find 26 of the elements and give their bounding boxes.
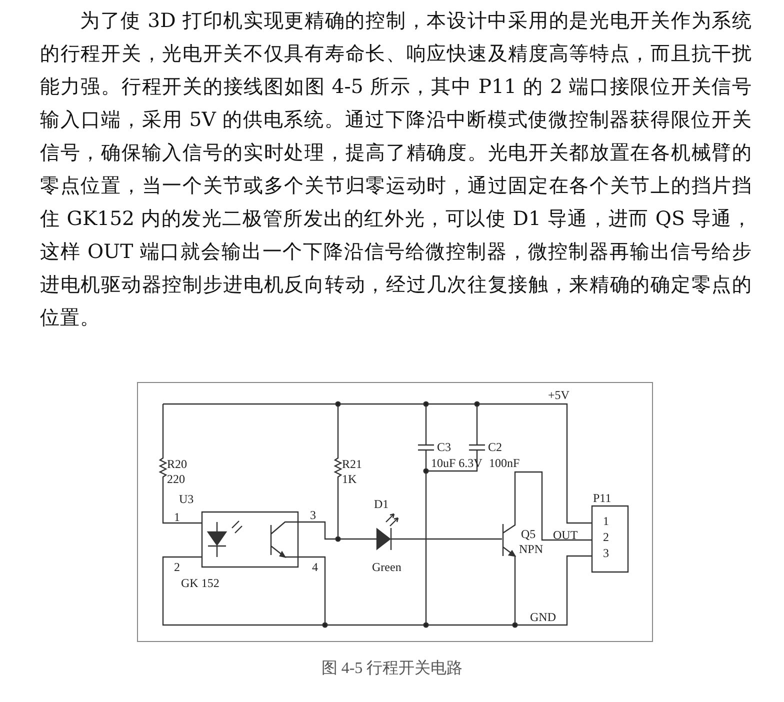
component-value: Green [372, 560, 402, 574]
component-value: NPN [519, 542, 544, 556]
pin-number: 4 [312, 560, 318, 574]
component-label: R20 [167, 457, 188, 471]
pin-number: 1 [174, 510, 180, 524]
pin-number: 2 [603, 530, 609, 544]
pin-number: 2 [174, 560, 180, 574]
component-value: 220 [167, 472, 185, 486]
component-label: C2 [488, 440, 502, 454]
pin-number: 1 [603, 514, 609, 528]
component-value: 100nF [489, 456, 520, 470]
component-label: D1 [374, 497, 389, 511]
component-label: U3 [179, 492, 194, 506]
net-label: OUT [553, 528, 578, 542]
pin-number: 3 [603, 546, 609, 560]
body-paragraph: 为了使 3D 打印机实现更精确的控制，本设计中采用的是光电开关作为系统的行程开关，光电开关不仅具有寿命长、响应快速及精度高等特点，而且抗干扰能力强。行程开关的接线图如图 4-5 所示，其中 P11 的 2 端口接限位开关信号输入口端，采用 5V 的供电系统。通过下降沿中断模式使微控制器获得限位开关信号，确保输入信号的实时处理，提高了精确度。光电开关都放置在各机械臂的零点位置，当一个关节或多个关节归零运动时，通过固定在各个关节上的挡片挡住 GK152 内的发光二极管所发出的红外光，可以使 D1 导通，进而 QS 导通，这样 OUT 端口就会输出一个下降沿信号给微控制器，微控制器再输出信号给步进电机驱动器控制步进电机反向转动，经过几次往复接触，来精确的确定零点的位置。 [40, 8, 752, 331]
component-label: Q5 [521, 527, 536, 541]
component-value: 1K [342, 472, 357, 486]
pin-number: 3 [310, 508, 316, 522]
component-label: R21 [342, 457, 362, 471]
net-label: GND [530, 610, 556, 624]
connector-label: P11 [593, 491, 612, 505]
part-number: GK 152 [181, 576, 220, 590]
component-label: C3 [437, 440, 452, 454]
figure-caption: 图 4-5 行程开关电路 [320, 658, 464, 679]
net-label: +5V [548, 388, 570, 402]
